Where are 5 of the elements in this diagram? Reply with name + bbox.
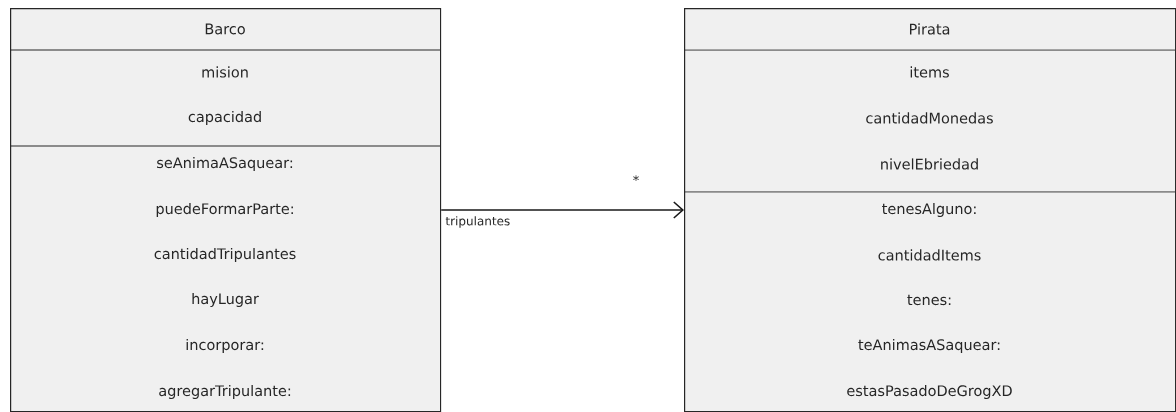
multiplicity-label: * [633, 175, 639, 182]
association-arrow [440, 201, 684, 219]
edge-label: tripulantes [445, 216, 510, 228]
class-box: Pirata items cantidadMonedas nivelEbriedad tenesAlguno: cantidadItems tenes: teAnimasASaquear: estasPasadoDeGrogXD [683, 8, 1176, 412]
class-box: Barco mision capacidad seAnimaASaquear: puedeFormarParte: cantidadTripulantes hayLugar incorporar: agregarTripulante: [9, 8, 442, 412]
